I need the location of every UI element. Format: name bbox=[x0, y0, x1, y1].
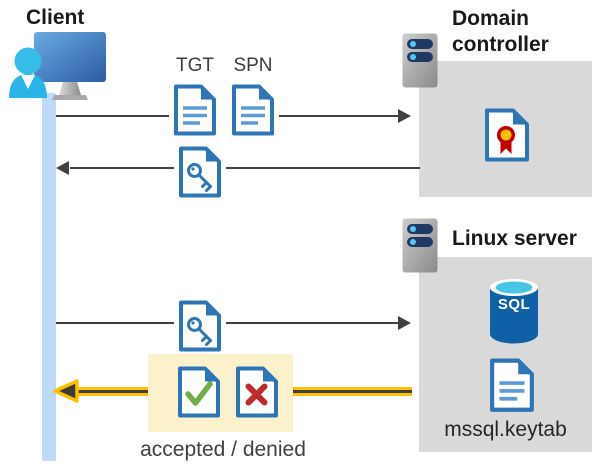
domain-controller-server-icon bbox=[402, 33, 438, 88]
ticket-key-document-icon bbox=[178, 300, 222, 352]
denied-cross-document-icon bbox=[235, 366, 279, 418]
msg1-arrowhead-right-icon bbox=[398, 109, 411, 123]
msg2-line-left bbox=[70, 167, 174, 169]
spn-label: SPN bbox=[233, 55, 273, 76]
linux-server-server-icon bbox=[402, 218, 438, 273]
msg1-line-left bbox=[56, 115, 169, 117]
ticket-key-document-icon bbox=[178, 146, 222, 198]
sql-database-icon bbox=[487, 277, 541, 347]
msg3-line-left bbox=[56, 322, 174, 324]
tgt-label: TGT bbox=[176, 55, 214, 76]
msg2-arrowhead-left-icon bbox=[56, 161, 69, 175]
spn-document-icon bbox=[231, 84, 275, 136]
client-lifeline bbox=[42, 93, 56, 461]
msg4-yellow-line-left bbox=[74, 387, 148, 396]
client-title: Client bbox=[26, 6, 85, 29]
msg2-line-right bbox=[226, 167, 420, 169]
accepted-check-document-icon bbox=[177, 366, 221, 418]
msg1-line-right bbox=[279, 115, 400, 117]
sql-badge-label: SQL bbox=[497, 296, 531, 313]
result-caption: accepted / denied bbox=[140, 438, 306, 461]
msg3-arrowhead-right-icon bbox=[398, 316, 411, 330]
msg4-yellow-line-right bbox=[293, 387, 412, 396]
msg3-line-right bbox=[226, 322, 400, 324]
domain-controller-title: Domain controller bbox=[452, 7, 549, 56]
keytab-document-icon bbox=[489, 358, 535, 412]
certificate-document-icon bbox=[484, 108, 530, 162]
client-user-monitor-icon bbox=[8, 30, 108, 106]
msg4-arrowhead-left-icon bbox=[51, 378, 79, 404]
linux-server-title: Linux server bbox=[452, 227, 577, 250]
keytab-filename-label: mssql.keytab bbox=[444, 418, 567, 441]
tgt-document-icon bbox=[173, 84, 217, 136]
